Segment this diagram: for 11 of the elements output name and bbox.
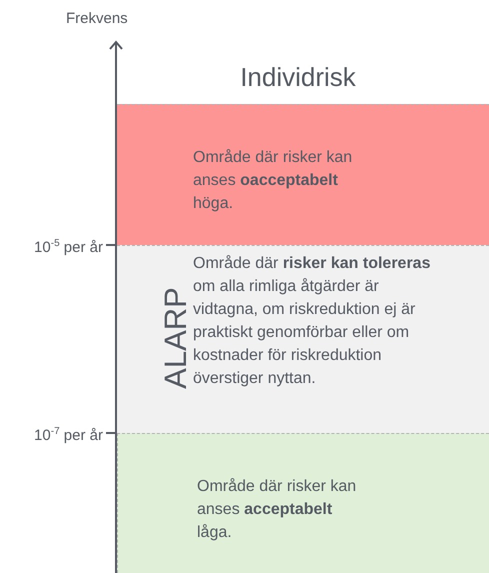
zone-description: Område där risker kan tolereras om alla rimliga åtgärder är vidtagna, om riskreduktion ej är praktiskt genomförbar eller om kostnader för riskreduktion överstiger nyttan. [193,254,432,389]
tick-label: 10$^{-7}$ per år [34,425,103,445]
zone-description: Område där risker kan anses oacceptabelt höga. [193,148,353,214]
zone-label: ALARP [158,287,193,389]
diagram-title: Individrisk [239,62,357,93]
risk-zone-band [117,433,489,573]
risk-zone-band [117,245,489,433]
axis-label: Frekvens [66,10,128,27]
zone-description: Område där risker kan anses acceptabelt låga. [197,477,357,543]
tick-label: 10$^{-5}$ per år [34,237,103,257]
risk-zone-band [117,104,489,245]
